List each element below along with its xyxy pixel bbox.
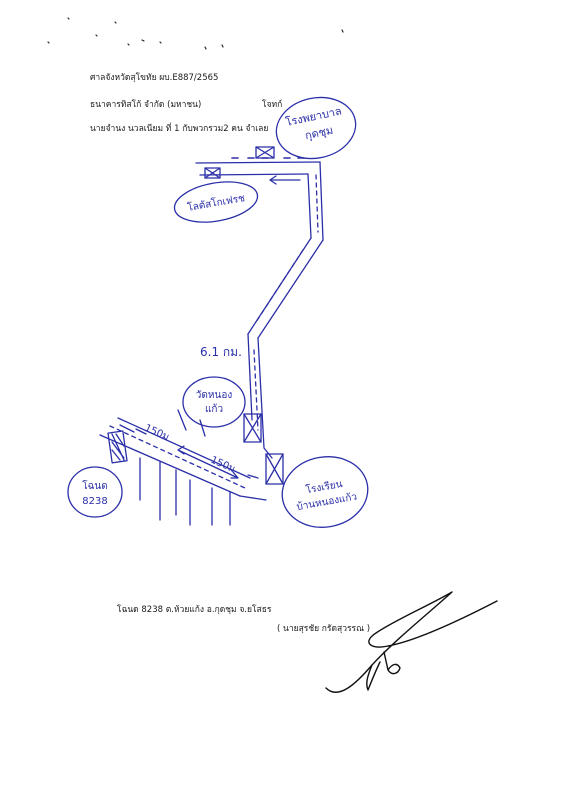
- court-case-number: ศาลจังหวัดสุโขทัย ผบ.E887/2565: [90, 73, 219, 83]
- defendant-line: นายจำนง นวลเนียม ที่ 1 กับพวกรวม2 คน จำเ…: [90, 124, 269, 134]
- land-plot-marker: [107, 430, 128, 464]
- lower-road-inner: [247, 333, 253, 421]
- distance-main-label: 6.1 กม.: [200, 345, 242, 359]
- land-plot-label-line2: 8238: [82, 496, 107, 507]
- direction-arrow-top: [269, 175, 301, 185]
- lotus-marker: [204, 167, 221, 179]
- right-road-inner: [307, 173, 312, 239]
- temple-bubble: [182, 376, 246, 428]
- lower-road-outer: [257, 337, 273, 459]
- school-marker: [265, 453, 284, 485]
- school-bubble: [281, 456, 369, 528]
- cross-road-center: [109, 425, 246, 489]
- hospital-marker: [255, 146, 275, 159]
- lotus-bubble: [173, 181, 259, 223]
- temple-label-line1: วัดหนอง: [196, 390, 233, 401]
- junction-tick: [247, 474, 259, 479]
- scan-specks: [47, 17, 344, 50]
- temple-label-line2: แก้ว: [205, 403, 223, 415]
- top-road-line-2: [199, 173, 309, 176]
- lower-road-center: [253, 349, 259, 431]
- land-plot-label-line1: โฉนด: [82, 479, 108, 492]
- hospital-label-line2: กุดชุม: [304, 124, 335, 143]
- top-road-line-1: [195, 161, 321, 164]
- upper-lanes: [177, 409, 206, 437]
- hospital-bubble: [275, 96, 357, 160]
- signer-name: ( นายสุรชัย กรัดสุวรรณ ): [277, 624, 371, 634]
- land-location-line: โฉนด 8238 ต.ห้วยแก้ง อ.กุดชุม จ.ยโสธร: [117, 605, 272, 615]
- diagonal-road-outer: [257, 239, 324, 339]
- cross-road-end: [239, 495, 267, 501]
- temple-marker: [243, 413, 262, 443]
- right-road-outer: [319, 161, 324, 241]
- land-plot-bubble: [67, 466, 123, 518]
- plaintiff-role: โจทก์: [262, 100, 283, 110]
- measure-arrow-mid: [177, 445, 239, 479]
- cross-road-top: [117, 417, 251, 479]
- diagonal-road-center: [255, 249, 304, 323]
- measure-arrow-left: [119, 424, 147, 435]
- right-road-center: [315, 174, 319, 233]
- plaintiff-name: ธนาคารทิสโก้ จำกัด (มหาชน): [90, 100, 202, 110]
